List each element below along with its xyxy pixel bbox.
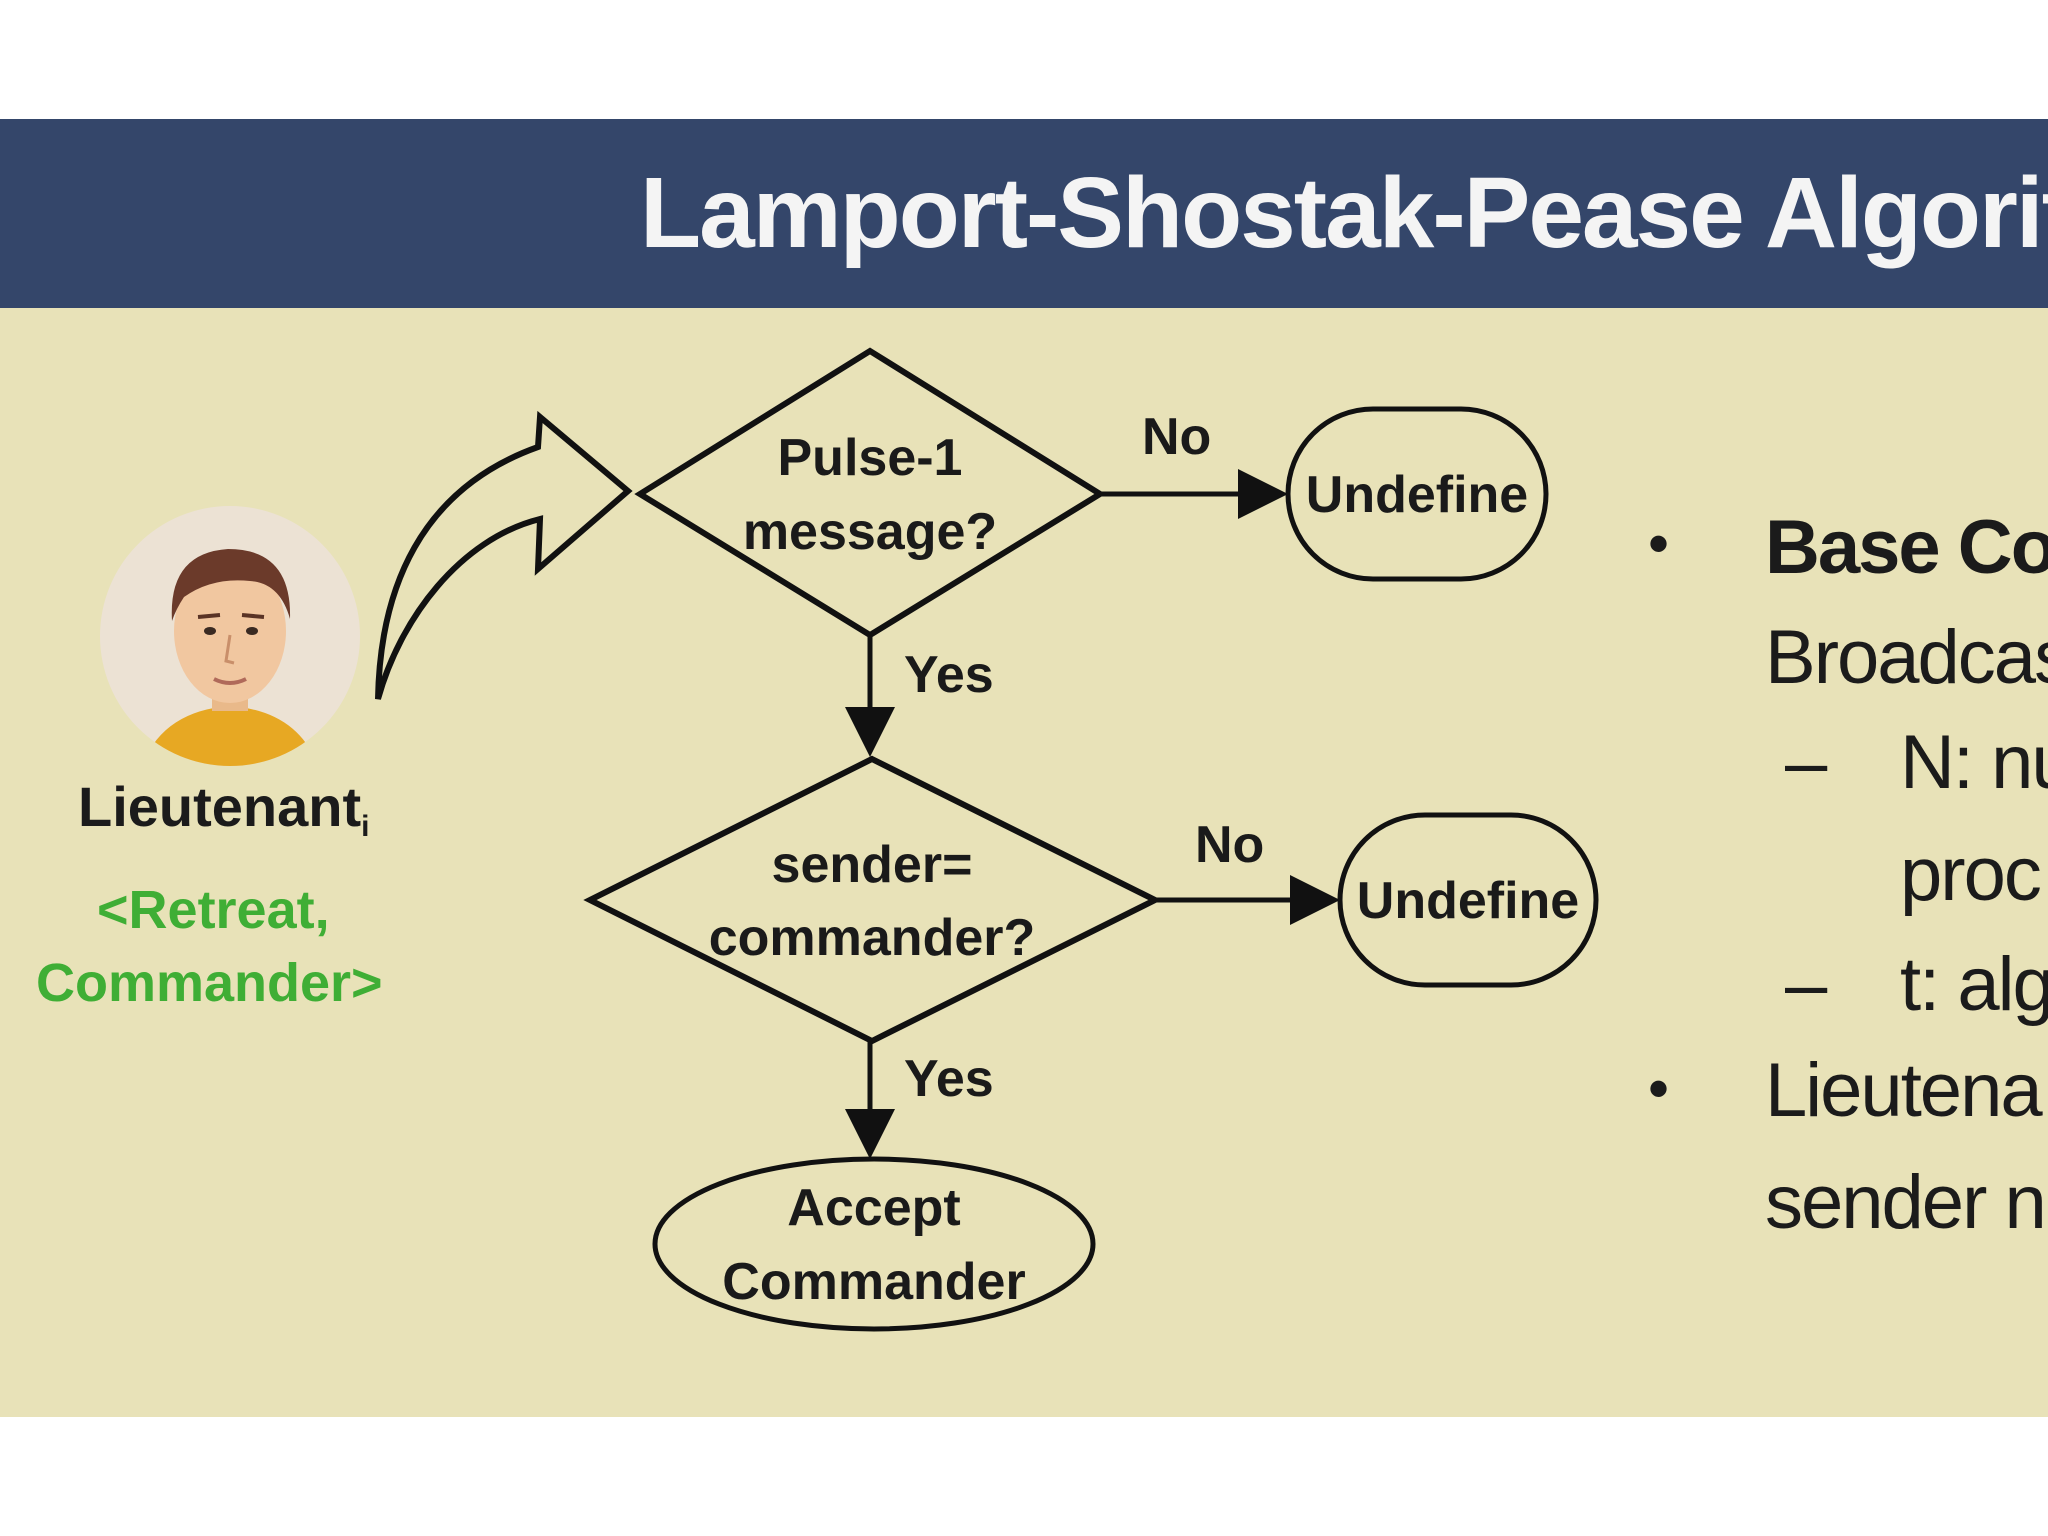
no-label-2: No — [1195, 816, 1264, 874]
sub-bullet-1-marker: – — [1785, 720, 1828, 805]
curved-block-arrow — [375, 410, 633, 700]
yes-label-1: Yes — [904, 646, 994, 704]
bullet-1-marker: • — [1648, 510, 1670, 577]
decision-diamond-1 — [634, 347, 1106, 639]
lieutenant-avatar-icon — [100, 506, 360, 766]
undefine-1-text: Undefine — [1306, 466, 1528, 524]
flowchart: Pulse-1 message? No Undefine Yes sender=… — [375, 347, 1599, 1332]
lieutenant-label: Lieutenanti — [78, 775, 370, 843]
no-label-1: No — [1142, 408, 1211, 466]
sub-bullet-2-marker: – — [1785, 942, 1828, 1027]
decision-1-text-line1: Pulse-1 — [778, 429, 963, 487]
decision-1-text-line2: message? — [743, 503, 997, 561]
sub-bullet-2-text: t: alg — [1900, 942, 2048, 1027]
decision-2-text-line1: sender= — [772, 836, 973, 894]
undefine-terminal-2 — [1337, 812, 1599, 988]
accept-text-line2: Commander — [722, 1253, 1025, 1311]
message-line-2: Commander> — [36, 953, 383, 1013]
bullet-1-heading: Base Co — [1765, 505, 2048, 590]
bullet-2-marker: • — [1648, 1055, 1670, 1122]
undefine-terminal-1 — [1285, 406, 1549, 582]
slide-title: Lamport-Shostak-Pease Algorithm — [640, 157, 2048, 269]
title-bar: Lamport-Shostak-Pease Algorithm — [0, 119, 2048, 308]
accept-commander-terminal — [652, 1156, 1096, 1332]
bullet-1-text: Broadcas — [1765, 615, 2048, 700]
yes-label-2: Yes — [904, 1050, 994, 1108]
accept-text-line1: Accept — [787, 1179, 960, 1237]
slide: Lamport-Shostak-Pease Algorithm Lieutena… — [0, 119, 2048, 1417]
bullet-2-line2: sender n — [1765, 1160, 2047, 1245]
bullet-2-line1: Lieutena — [1765, 1048, 2043, 1133]
decision-2-text-line2: commander? — [709, 909, 1036, 967]
sub-bullet-1-line2: proc — [1900, 832, 2042, 917]
undefine-2-text: Undefine — [1357, 872, 1579, 930]
sub-bullet-1-line1: N: nu — [1900, 720, 2048, 805]
message-line-1: <Retreat, — [97, 880, 330, 940]
decision-diamond-2 — [583, 755, 1162, 1045]
